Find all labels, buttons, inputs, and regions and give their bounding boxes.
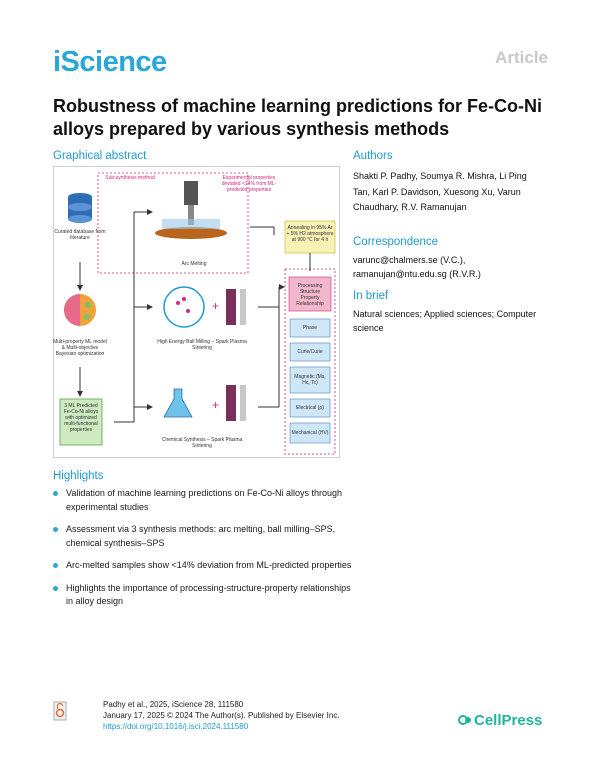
bullet-icon (53, 491, 58, 496)
paper-title: Robustness of machine learning predictio… (53, 96, 543, 139)
highlight-text: Assessment via 3 synthesis methods: arc … (66, 524, 336, 548)
correspondence: varunc@chalmers.se (V.C.), ramanujan@ntu… (353, 253, 543, 281)
svg-text:+: + (212, 299, 219, 313)
correspondence-email-vc[interactable]: varunc@chalmers.se (V.C.), (353, 255, 466, 265)
citation-footer: Padhy et al., 2025, iScience 28, 111580 … (103, 699, 340, 732)
authors-heading: Authors (353, 150, 393, 162)
highlight-text: Arc-melted samples show <14% deviation f… (66, 560, 352, 570)
ga-prop-phase: Phase (302, 325, 318, 331)
date-copyright-line: January 17, 2025 © 2024 The Author(s). P… (103, 711, 340, 720)
journal-logo: iScience (53, 46, 167, 78)
ga-label-ball-milling: High Energy Ball Milling – Spark Plasma … (157, 339, 247, 351)
ga-label-arc-melting: Arc Melting (181, 261, 207, 267)
graphical-abstract-heading: Graphical abstract (53, 150, 147, 162)
open-access-icon (53, 701, 67, 721)
highlight-item: Highlights the importance of processing-… (53, 582, 353, 609)
svg-text:+: + (212, 398, 219, 412)
ga-label-experimental-properties: Experimental properties deviated <14% fr… (221, 175, 277, 193)
ga-label-curated-db: Curated database from literature (54, 229, 106, 241)
correspondence-heading: Correspondence (353, 236, 439, 248)
in-brief-text: Natural sciences; Applied sciences; Comp… (353, 309, 537, 333)
ga-label-chemical-synthesis: Chemical Synthesis – Spark Plasma Sinter… (161, 437, 243, 449)
database-icon (68, 193, 92, 223)
ga-label-synthesis-method: Sub-synthesis method (105, 175, 155, 181)
cellpress-logo-icon (458, 715, 471, 725)
ga-prop-magnetic: Magnetic (Ms, Hc, Tc) (294, 374, 326, 386)
ga-prop-mechanical: Mechanical (HV) (291, 430, 329, 436)
article-type-label: Article (495, 48, 548, 67)
bullet-icon (53, 585, 58, 591)
ga-label-annealing: Annealing in 95% Ar + 5% H2 atmosphere a… (286, 225, 334, 243)
graphical-abstract-figure: + + (59, 172, 336, 455)
doi-link[interactable]: https://doi.org/10.1016/j.isci.2024.1115… (103, 722, 249, 731)
highlight-item: Assessment via 3 synthesis methods: arc … (53, 523, 353, 550)
in-brief-heading: In brief (353, 290, 389, 302)
ga-prop-electrical: Electrical (ρ) (296, 405, 324, 411)
bullet-icon (53, 527, 58, 532)
ga-label-ml-model: Multi-property ML model & Multi-objectiv… (53, 339, 107, 357)
highlights-list: Validation of machine learning predictio… (53, 487, 353, 618)
highlight-item: Validation of machine learning predictio… (53, 487, 353, 514)
ga-label-psp: Processing Structure Property Relationsh… (296, 283, 324, 307)
ga-label-predicted-alloys: 3 ML Predicted Fe-Co-Ni alloys with opti… (63, 403, 99, 433)
brain-icon (64, 294, 96, 326)
ga-prop-curie: Curie/Curie (297, 349, 323, 355)
authors-list: Shakti P. Padhy, Soumya R. Mishra, Li Pi… (353, 171, 527, 212)
citation-line: Padhy et al., 2025, iScience 28, 111580 (103, 700, 244, 709)
graphical-abstract: + + Sub-synthesis method Experimental pr… (53, 166, 340, 458)
highlights-heading: Highlights (53, 470, 104, 482)
highlight-text: Highlights the importance of processing-… (66, 582, 351, 607)
publisher-logo: CellPress (474, 712, 543, 729)
correspondence-email-rvr[interactable]: ramanujan@ntu.edu.sg (R.V.R.) (353, 269, 481, 279)
bullet-icon (53, 563, 58, 568)
highlight-text: Validation of machine learning predictio… (66, 488, 342, 512)
highlight-item: Arc-melted samples show <14% deviation f… (53, 559, 353, 573)
